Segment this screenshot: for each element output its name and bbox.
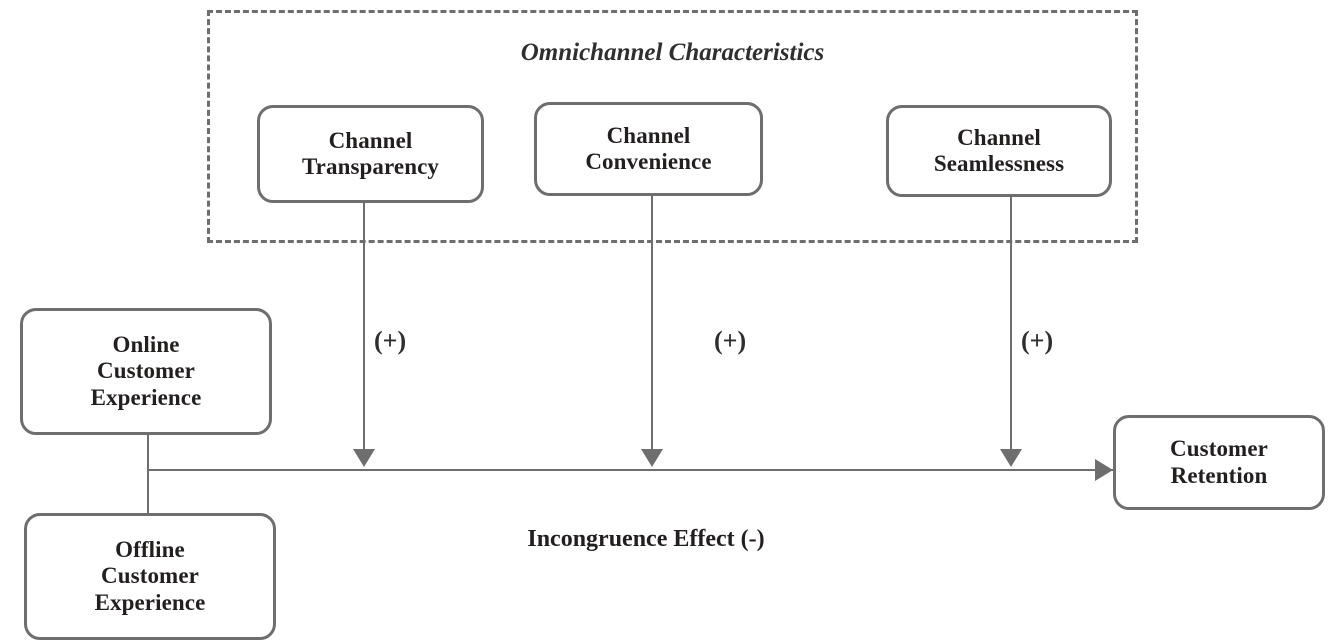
node-label-line1: Channel [957,124,1041,150]
node-label-line2: Transparency [301,154,440,179]
node-label-line2: Customer [101,563,199,589]
arrowhead-down-icon [353,449,375,467]
connector-main-path [148,469,1113,471]
node-label-line2: Seamlessness [933,151,1065,176]
node-channel-transparency-label: Channel Transparency [296,128,445,180]
arrowhead-right-icon [1095,459,1113,481]
node-channel-seamlessness-label: Channel Seamlessness [928,125,1070,177]
node-label-line2: Retention [1170,462,1268,488]
node-customer-retention-label: Customer Retention [1164,436,1274,488]
node-channel-convenience[interactable]: Channel Convenience [534,102,763,196]
node-label-line3: Experience [94,589,206,615]
arrowhead-down-icon [1000,449,1022,467]
sign-label-convenience: (+) [714,326,747,355]
node-channel-convenience-label: Channel Convenience [579,123,717,175]
node-label-line1: Offline [115,537,185,563]
node-label-line3: Experience [90,384,202,410]
node-offline-customer-experience-label: Offline Customer Experience [89,537,212,616]
arrowhead-down-icon [641,449,663,467]
connector-channel-convenience [651,196,653,449]
node-offline-customer-experience[interactable]: Offline Customer Experience [24,513,276,640]
node-customer-retention[interactable]: Customer Retention [1113,415,1325,510]
node-label-line1: Customer [1170,436,1268,462]
sign-label-seamlessness: (+) [1021,326,1054,355]
node-label-line1: Online [112,332,180,358]
node-label-line1: Channel [606,122,691,148]
node-label-line2: Convenience [585,149,712,174]
connector-channel-transparency [363,203,365,449]
omnichannel-characteristics-title: Omnichannel Characteristics [520,39,825,66]
node-online-customer-experience[interactable]: Online Customer Experience [20,308,272,435]
connector-channel-seamlessness [1010,197,1012,449]
node-label-line2: Customer [97,358,195,384]
node-label-line1: Channel [328,127,413,153]
node-channel-transparency[interactable]: Channel Transparency [257,105,484,203]
connector-experience-spine [147,435,149,513]
omnichannel-characteristics-group [207,10,1138,243]
node-online-customer-experience-label: Online Customer Experience [85,332,208,411]
sign-label-transparency: (+) [374,326,407,355]
incongruence-effect-label: Incongruence Effect (-) [527,526,765,552]
node-channel-seamlessness[interactable]: Channel Seamlessness [886,105,1112,197]
